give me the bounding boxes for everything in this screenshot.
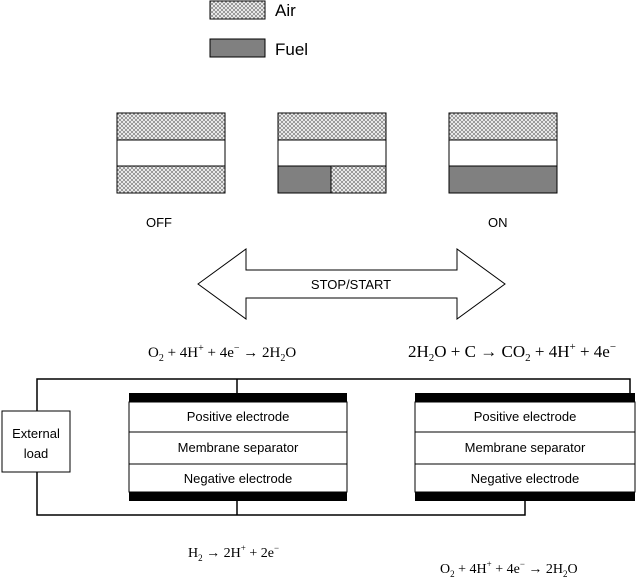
circuit-wires — [36, 378, 631, 516]
reaction-anode-left: H2 → 2H+ + 2e− — [188, 543, 279, 563]
external-load-line2: load — [24, 446, 49, 461]
current-collector-bottom — [129, 492, 347, 501]
state-off-label: OFF — [146, 215, 172, 230]
external-load: External load — [1, 410, 71, 473]
membrane-separator-label: Membrane separator — [465, 440, 586, 455]
positive-electrode-layer — [128, 401, 348, 433]
negative-electrode-label: Negative electrode — [184, 471, 292, 486]
current-collector-bottom — [415, 492, 635, 501]
positive-electrode-label: Positive electrode — [187, 409, 290, 424]
reaction-cathode-right-bottom: O2 + 4H+ + 4e− → 2H2O — [440, 559, 578, 579]
legend: Air Fuel — [209, 0, 308, 59]
state-off-box — [116, 112, 226, 194]
negative-electrode-layer — [128, 463, 348, 493]
stop-start-label: STOP/START — [311, 277, 391, 292]
legend-air-swatch — [209, 0, 266, 20]
current-collector-top — [129, 393, 347, 402]
legend-fuel-swatch — [209, 38, 266, 58]
state-on-label: ON — [488, 215, 508, 230]
membrane-separator-label: Membrane separator — [178, 440, 299, 455]
membrane-separator-layer — [414, 431, 636, 465]
state-on-box — [448, 112, 558, 194]
legend-fuel-label: Fuel — [275, 40, 308, 59]
external-load-line1: External — [12, 426, 60, 441]
fuel-cell-left: Positive electrode Membrane separator Ne… — [128, 393, 348, 501]
reaction-cathode-left: O2 + 4H+ + 4e− → 2H2O — [148, 343, 296, 364]
reaction-cathode-right-top: 2H2O + C → CO2 + 4H+ + 4e− — [408, 341, 616, 364]
legend-air-label: Air — [275, 1, 296, 20]
current-collector-top — [415, 393, 635, 402]
fuel-cell-right: Positive electrode Membrane separator Ne… — [414, 393, 636, 501]
negative-electrode-layer — [414, 463, 636, 493]
positive-electrode-label: Positive electrode — [474, 409, 577, 424]
stop-start-double-arrow — [197, 248, 506, 320]
positive-electrode-layer — [414, 401, 636, 433]
negative-electrode-label: Negative electrode — [471, 471, 579, 486]
state-transition-box — [277, 112, 387, 194]
